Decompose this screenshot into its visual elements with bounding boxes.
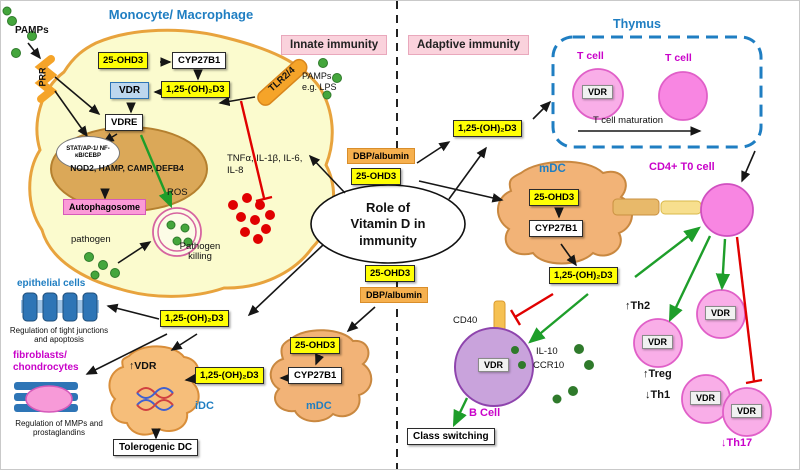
tcell-vdr-box: VDR — [582, 85, 614, 99]
class-switching-box: Class switching — [407, 428, 495, 445]
killed-pathogen-dots — [166, 220, 193, 247]
pathogen-killing-label: Pathogen killing — [179, 241, 221, 263]
innate-immunity-banner: Innate immunity — [281, 35, 388, 55]
th1-vdr-box: VDR — [690, 391, 722, 405]
th17-label: ↓Th17 — [721, 437, 753, 449]
macrophage-125d3-box: 1,25-(OH)₂D3 — [161, 81, 230, 98]
prr-label: PRR — [37, 67, 48, 87]
vdre-box: VDRE — [105, 114, 144, 131]
lps-dots — [318, 58, 342, 100]
ros-label: ROS — [167, 187, 188, 198]
t-cell-label-1: T cell — [577, 50, 604, 62]
monocyte-macrophage-title: Monocyte/ Macrophage — [108, 7, 254, 22]
right-dbp-box: DBP/albumin — [347, 148, 416, 164]
black-arrows — [27, 42, 756, 440]
bcell-vdr-box: VDR — [478, 358, 510, 372]
cd40-label: CD40 — [453, 315, 478, 326]
autophagosome-box: Autophagosome — [63, 199, 146, 215]
cytokines-text: TNFα, IL-1β, IL-6, IL-8 — [227, 153, 303, 176]
mdc-right-label: mDC — [539, 163, 566, 175]
mdcright-25ohd3-box: 25-OHD3 — [529, 189, 580, 206]
epithelial-cells-graphic — [21, 292, 99, 322]
idc-125d3-box: 1,25-(OH)₂D3 — [195, 367, 264, 384]
th2-label: ↑Th2 — [625, 300, 651, 312]
synapse-bar — [612, 198, 702, 216]
fibroblasts-label: fibroblasts/ chondrocytes — [13, 350, 79, 373]
cd4-t0-circle — [700, 183, 754, 237]
mdcleft-25ohd3-box: 25-OHD3 — [290, 337, 341, 354]
pamps-dots — [2, 6, 37, 58]
t-cell-label-2: T cell — [665, 52, 692, 64]
mmps-caption: Regulation of MMPs and prostaglandins — [15, 419, 103, 438]
vdr-up-label: ↑VDR — [129, 360, 157, 372]
cd4-t0-label: CD4+ T0 cell — [649, 161, 715, 173]
treg-vdr-box: VDR — [642, 335, 674, 349]
pamps-lps-text: PAMPs e.g. LPS — [302, 71, 337, 93]
right-25ohd3-box: 25-OHD3 — [351, 168, 402, 185]
target-genes-text: NOD2, HAMP, CAMP, DEFB4 — [70, 163, 184, 173]
bottomleft-125d3-box: 1,25-(OH)₂D3 — [160, 310, 229, 327]
mdcright-cyp27b1-box: CYP27B1 — [529, 220, 584, 237]
center-title: Role of Vitamin D in immunity — [350, 200, 426, 248]
t-cell-circle-2 — [658, 71, 708, 121]
green-arrows — [139, 134, 731, 428]
idc-label: iDC — [195, 400, 214, 412]
center-25ohd3-box: 25-OHD3 — [365, 265, 416, 282]
rightmid-125d3-box: 1,25-(OH)₂D3 — [549, 267, 618, 284]
t-cell-maturation-label: T cell maturation — [593, 115, 664, 126]
red-inhibition-lines — [239, 100, 763, 385]
b-cell-label: B Cell — [469, 407, 501, 419]
th2-vdr-box: VDR — [705, 306, 737, 320]
pathogen-label: pathogen — [71, 234, 111, 245]
mdc-left-label: mDC — [306, 400, 332, 412]
ccr10-label: CCR10 — [533, 360, 565, 371]
pathogen-dots — [84, 252, 120, 280]
il10-label: IL-10 — [536, 346, 558, 357]
macrophage-vdr-box: VDR — [110, 82, 150, 99]
dna-icon — [136, 387, 174, 411]
cytokine-dots — [228, 193, 275, 244]
th17-vdr-box: VDR — [731, 404, 763, 418]
fibroblast-graphic — [14, 382, 78, 413]
adaptive-immunity-banner: Adaptive immunity — [408, 35, 529, 55]
pamps-label: PAMPs — [15, 25, 49, 36]
center-dbp-box: DBP/albumin — [360, 287, 429, 303]
tight-junctions-caption: Regulation of tight junctions and apopto… — [9, 326, 109, 345]
pathogen-killing-inner-circle — [157, 212, 197, 252]
treg-label: ↑Treg — [643, 368, 672, 380]
secreted-cytokine-dots — [511, 344, 594, 404]
transcription-factor-oval: STAT/AP-1/ NF-κB/CEBP — [56, 136, 120, 170]
thymus-outline — [551, 35, 763, 149]
idc-cyp27b1-box: CYP27B1 — [288, 367, 343, 384]
center-oval — [310, 184, 466, 264]
tlr-receptor-icon — [257, 58, 308, 106]
prr-receptor-icon — [34, 55, 58, 103]
righttop-125d3-box: 1,25-(OH)₂D3 — [453, 120, 522, 137]
th1-label: ↓Th1 — [645, 389, 671, 401]
epithelial-cells-label: epithelial cells — [17, 278, 86, 289]
macrophage-cyp27b1-box: CYP27B1 — [172, 52, 227, 69]
thymus-label: Thymus — [613, 17, 661, 31]
tolerogenic-dc-box: Tolerogenic DC — [113, 439, 199, 456]
macrophage-25ohd3-box: 25-OHD3 — [98, 52, 149, 69]
